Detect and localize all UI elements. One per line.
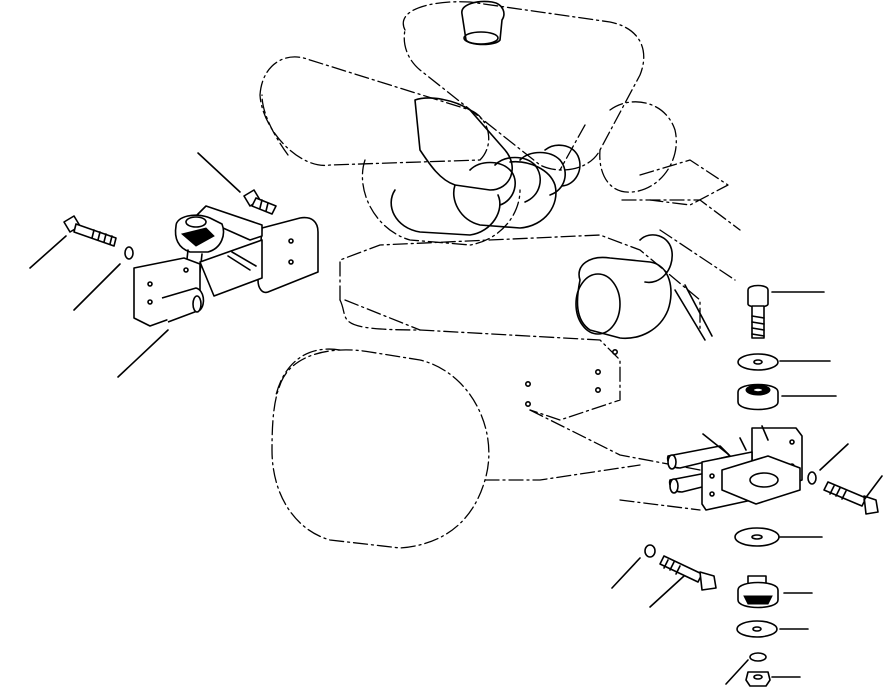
leader-line-13 [649, 575, 685, 608]
left-lock-washer [124, 246, 134, 260]
leader-line-2 [29, 235, 67, 269]
leader-line-4 [117, 329, 169, 378]
right-bottom-lock-washer [749, 652, 767, 662]
left-bolt-long [63, 215, 117, 247]
right-bottom-nut [745, 671, 771, 687]
callout-leader-lines [29, 152, 883, 685]
right-lower-rubber-cushion [737, 575, 779, 609]
right-upper-rubber-cushion [737, 383, 779, 411]
front-left-mount-bracket [133, 205, 319, 327]
right-top-washer [737, 353, 779, 371]
left-bolt-short [243, 189, 277, 215]
right-lower-bolt [659, 555, 717, 591]
leader-line-8 [702, 433, 729, 455]
leader-line-12 [611, 557, 641, 589]
leader-line-1 [197, 152, 241, 193]
right-bottom-washer [736, 620, 778, 638]
leader-line-16 [725, 659, 749, 685]
leader-line-10 [863, 475, 883, 501]
right-top-bolt [747, 284, 769, 339]
right-lower-lock-washer [644, 544, 656, 558]
right-side-bolt [807, 471, 879, 515]
engine-outline [259, 0, 741, 549]
rear-right-mount-bracket [666, 425, 803, 511]
right-lower-washer [734, 527, 780, 547]
leader-line-9 [819, 443, 849, 471]
leader-line-3 [73, 263, 121, 311]
